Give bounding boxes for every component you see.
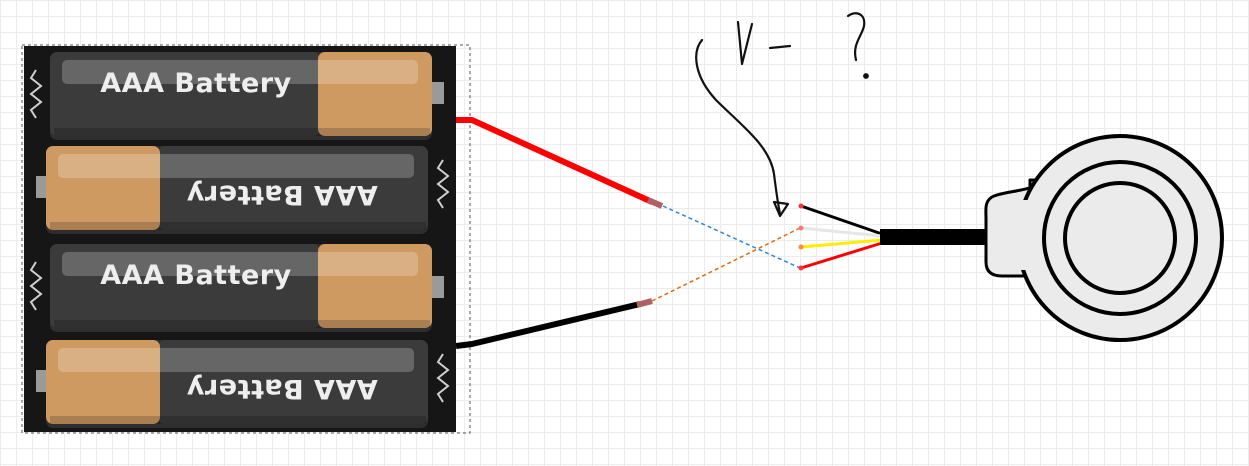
lead-end-point xyxy=(798,225,804,231)
lead-black[interactable] xyxy=(800,204,883,236)
round-sensor[interactable] xyxy=(984,134,1224,342)
button-contact xyxy=(36,176,48,198)
handwritten-v xyxy=(736,20,754,66)
battery-2[interactable]: AAA Battery xyxy=(46,146,428,234)
battery-label: AAA Battery xyxy=(100,68,291,99)
lead-red[interactable] xyxy=(800,241,883,270)
sensor-tab-fill xyxy=(1000,200,1050,270)
handwritten-minus xyxy=(768,44,792,50)
spring-contact xyxy=(436,159,450,209)
black-wire[interactable] xyxy=(455,298,653,349)
battery-4[interactable]: AAA Battery xyxy=(46,340,428,428)
battery-label: AAA Battery xyxy=(186,179,377,210)
spring-contact xyxy=(29,69,43,119)
sensor-leads[interactable] xyxy=(798,203,883,271)
annotation-curve xyxy=(695,38,782,216)
sensor-ring-inner xyxy=(1063,181,1177,295)
battery-3[interactable]: AAA Battery xyxy=(50,244,432,332)
handwritten-question xyxy=(846,12,866,62)
battery-1[interactable]: AAA Battery xyxy=(50,52,432,140)
battery-label: AAA Battery xyxy=(186,373,377,404)
selection-outline xyxy=(21,44,471,434)
button-contact xyxy=(432,276,444,298)
red-wire[interactable] xyxy=(456,117,664,209)
battery-label: AAA Battery xyxy=(100,260,291,291)
button-contact xyxy=(36,370,48,392)
wire-end-terminal xyxy=(646,197,664,209)
dashed-connection-orange[interactable] xyxy=(651,227,801,302)
lead-yellow[interactable] xyxy=(800,238,883,249)
handwritten-annotation xyxy=(695,12,869,218)
battery-holder[interactable]: AAA Battery AAA Battery AAA Battery AAA … xyxy=(24,46,456,432)
lead-end-point xyxy=(798,244,804,250)
handwritten-dot xyxy=(863,73,869,79)
arrow-head-icon xyxy=(772,200,790,218)
lead-end-point xyxy=(798,265,804,271)
spring-contact xyxy=(436,353,450,403)
lead-white[interactable] xyxy=(800,226,883,238)
wire-end-terminal xyxy=(636,298,653,308)
lead-end-point xyxy=(798,203,804,209)
button-contact xyxy=(432,82,444,104)
spring-contact xyxy=(29,261,43,311)
sensor-cable[interactable] xyxy=(880,229,988,245)
